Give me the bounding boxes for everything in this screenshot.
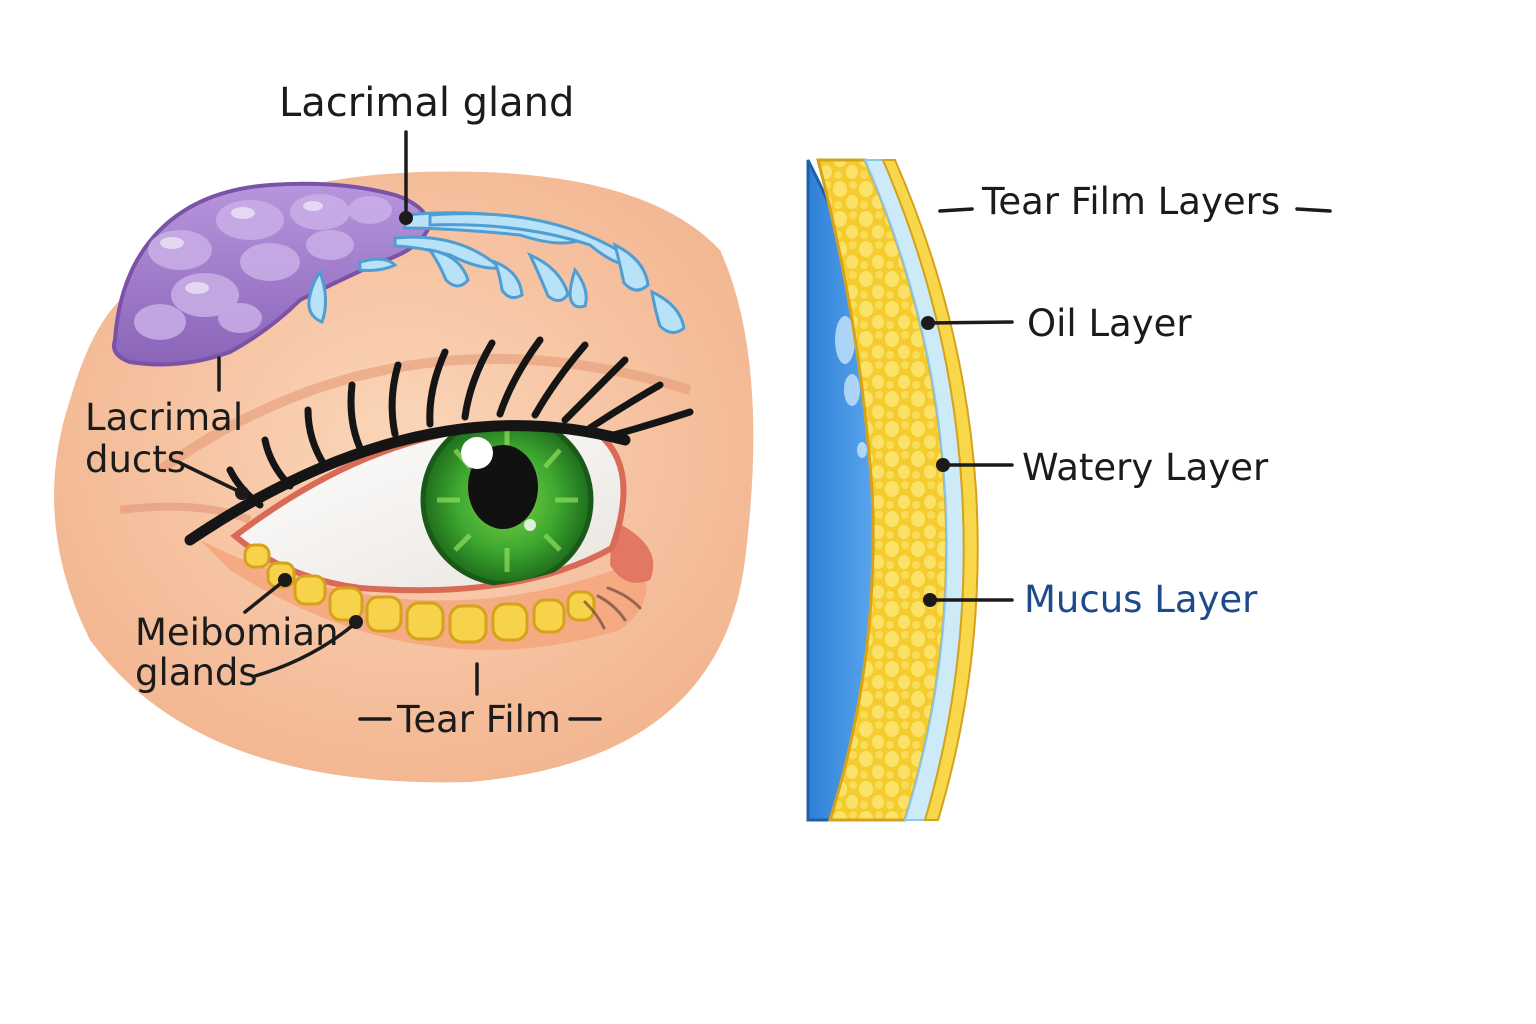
lacrimal-ducts-label-line1: Lacrimal: [85, 396, 243, 439]
label-group-oil-layer: Oil Layer: [921, 302, 1192, 345]
meibomian-glands-illustration: [243, 543, 596, 644]
tear-drops: [307, 211, 686, 334]
label-group-lacrimal-gland: Lacrimal gland: [279, 80, 574, 225]
tear-film-cross-section: [806, 158, 979, 822]
eye-illustration: [54, 171, 754, 783]
oil-layer-label: Oil Layer: [1027, 302, 1192, 345]
mucus-layer-label: Mucus Layer: [1024, 578, 1258, 621]
lacrimal-gland-label: Lacrimal gland: [279, 80, 574, 126]
watery-layer-label: Watery Layer: [1022, 446, 1269, 489]
tear-film-layers-label: Tear Film Layers: [981, 180, 1280, 223]
lacrimal-ducts-label-line2: ducts: [85, 438, 186, 481]
label-group-mucus-layer: Mucus Layer: [923, 578, 1258, 621]
label-group-watery-layer: Watery Layer: [936, 446, 1269, 489]
label-group-meibomian-glands: Meibomian glands: [135, 573, 363, 694]
meibomian-glands-label-line2: glands: [135, 651, 258, 694]
label-group-tear-film: Tear Film: [358, 662, 602, 741]
label-group-lacrimal-ducts: Lacrimal ducts: [85, 356, 249, 500]
tear-film-label: Tear Film: [396, 698, 561, 741]
meibomian-glands-label-line1: Meibomian: [135, 611, 339, 654]
eyelashes: [226, 336, 694, 509]
oil-layer-band: [881, 159, 979, 821]
lacrimal-gland-illustration: [112, 181, 433, 367]
label-group-tear-film-layers: Tear Film Layers: [938, 180, 1332, 223]
